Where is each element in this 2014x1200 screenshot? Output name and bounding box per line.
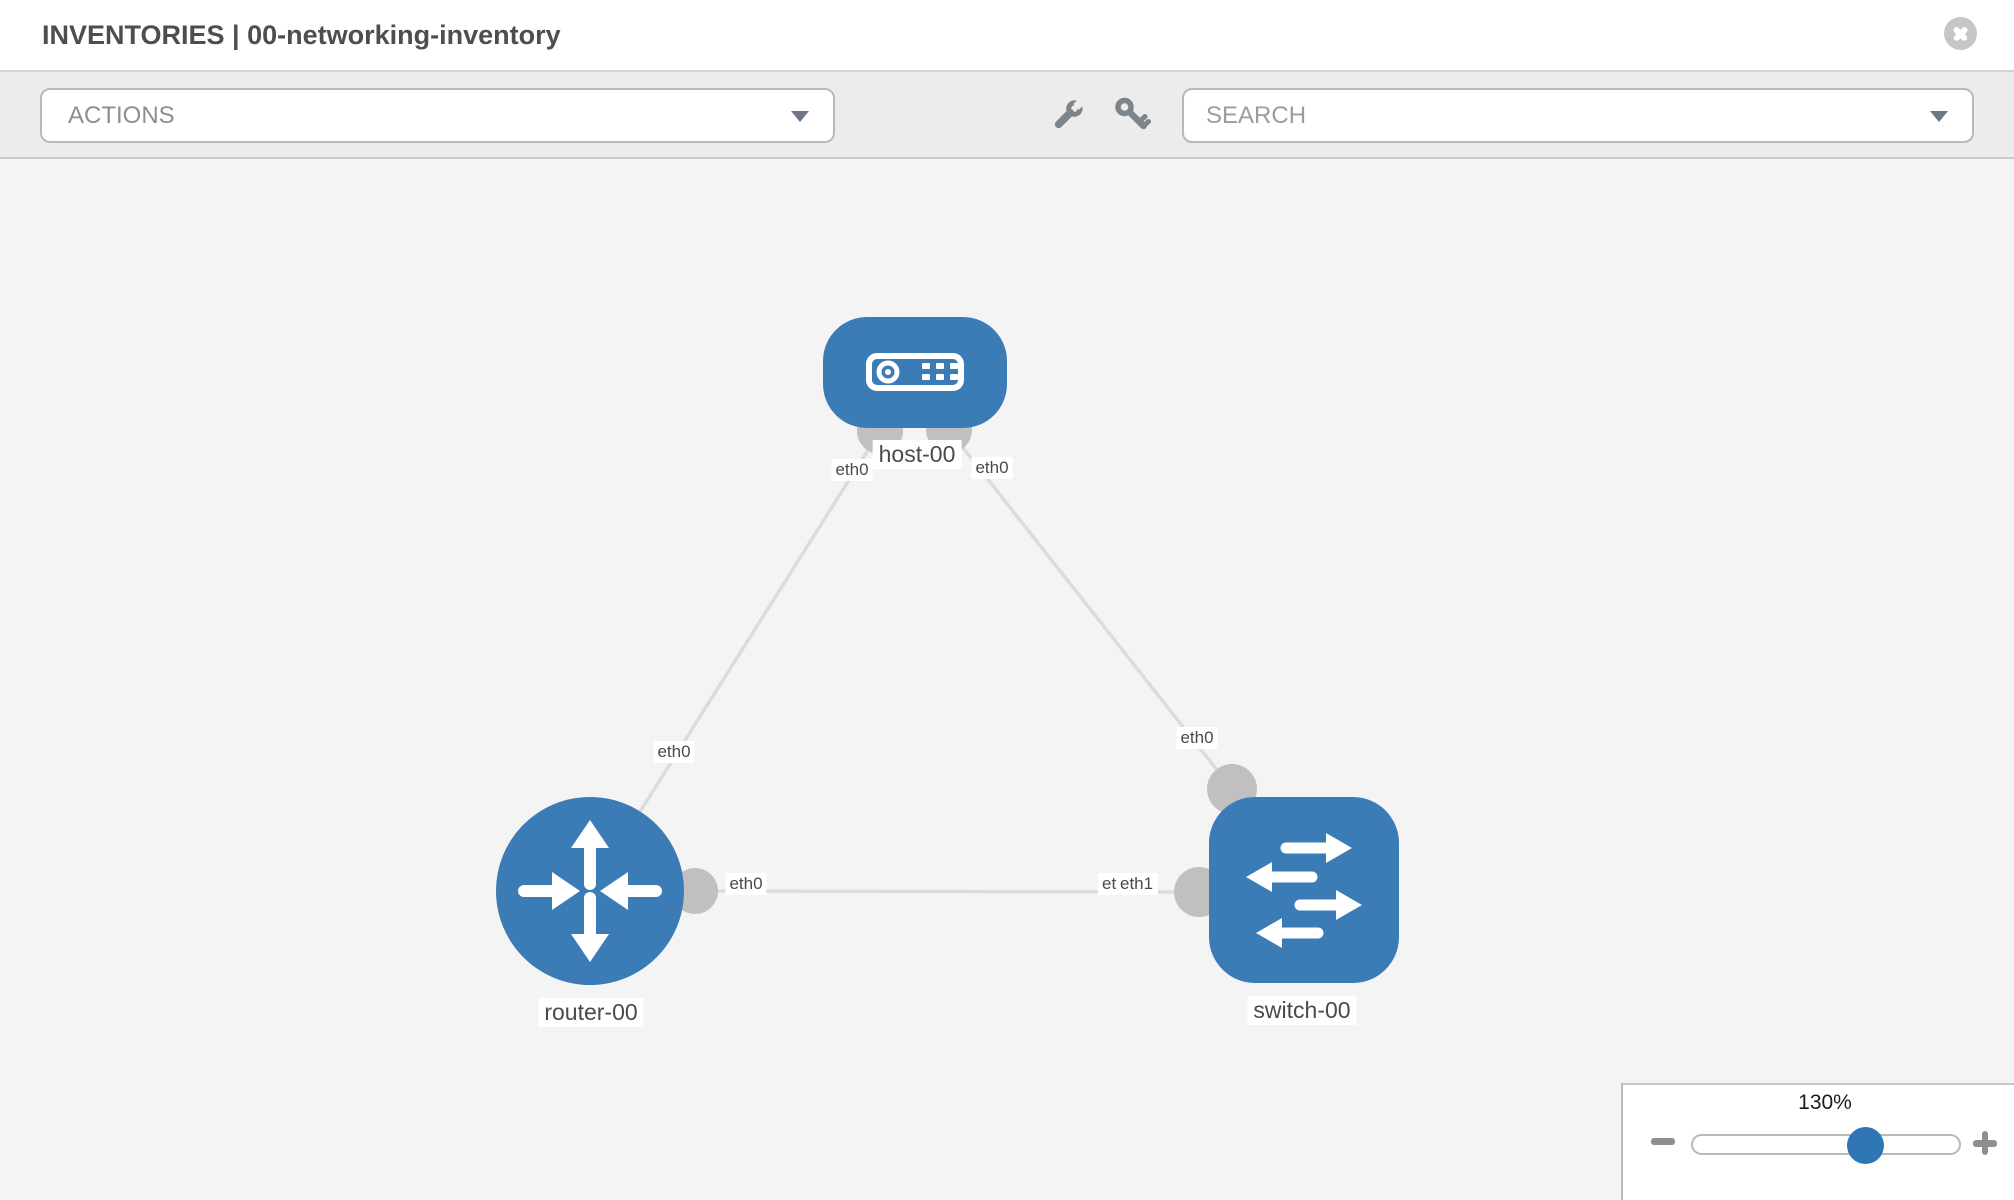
- switch-icon: [1246, 833, 1362, 948]
- if-label-host-eth0-left: eth0: [831, 459, 873, 482]
- wrench-icon: [1054, 97, 1086, 129]
- node-label-host: host-00: [872, 440, 962, 470]
- actions-dropdown[interactable]: ACTIONS: [40, 88, 835, 143]
- key-icon: [1115, 97, 1151, 130]
- if-label-switch-eth1-overlap: eth0 eth1: [1098, 873, 1159, 896]
- if-label-host-eth0-right: eth0: [971, 457, 1013, 480]
- topology-canvas[interactable]: [0, 159, 2014, 1200]
- key-button[interactable]: [1112, 95, 1152, 135]
- zoom-slider-knob[interactable]: [1847, 1127, 1884, 1164]
- link-lines: [588, 428, 1234, 894]
- actions-dropdown-label: ACTIONS: [68, 102, 175, 129]
- port-router-eth0: [672, 868, 718, 914]
- if-label-switch-eth0: eth0: [1176, 727, 1218, 750]
- router-icon: [518, 820, 662, 962]
- search-input[interactable]: [1184, 90, 1972, 141]
- node-router-00[interactable]: [496, 797, 684, 985]
- window-header: INVENTORIES | 00-networking-inventory: [0, 0, 2014, 72]
- if-label-switch-eth1: eth1: [1117, 873, 1159, 896]
- if-label-router-eth0-top: eth0: [653, 741, 695, 764]
- close-button[interactable]: [1944, 17, 1977, 50]
- toolbar: ACTIONS: [0, 72, 2014, 159]
- zoom-slider-track[interactable]: [1691, 1134, 1961, 1155]
- host-icon: [866, 353, 964, 391]
- if-label-router-eth0: eth0: [725, 873, 767, 896]
- zoom-in-button[interactable]: [1973, 1131, 1997, 1155]
- zoom-out-button[interactable]: [1651, 1138, 1675, 1145]
- zoom-control-panel: 130%: [1621, 1083, 2014, 1200]
- wrench-button[interactable]: [1048, 95, 1088, 135]
- zoom-level-value: 130%: [1798, 1091, 1852, 1114]
- chevron-down-icon: [1930, 111, 1948, 122]
- search-dropdown[interactable]: [1182, 88, 1974, 143]
- chevron-down-icon: [791, 111, 809, 122]
- node-host-00[interactable]: [823, 317, 1007, 428]
- node-label-switch: switch-00: [1247, 996, 1357, 1026]
- node-label-router: router-00: [538, 998, 644, 1028]
- interface-ports: [672, 407, 1257, 917]
- page-title: INVENTORIES | 00-networking-inventory: [42, 20, 561, 50]
- node-switch-00[interactable]: [1209, 797, 1399, 983]
